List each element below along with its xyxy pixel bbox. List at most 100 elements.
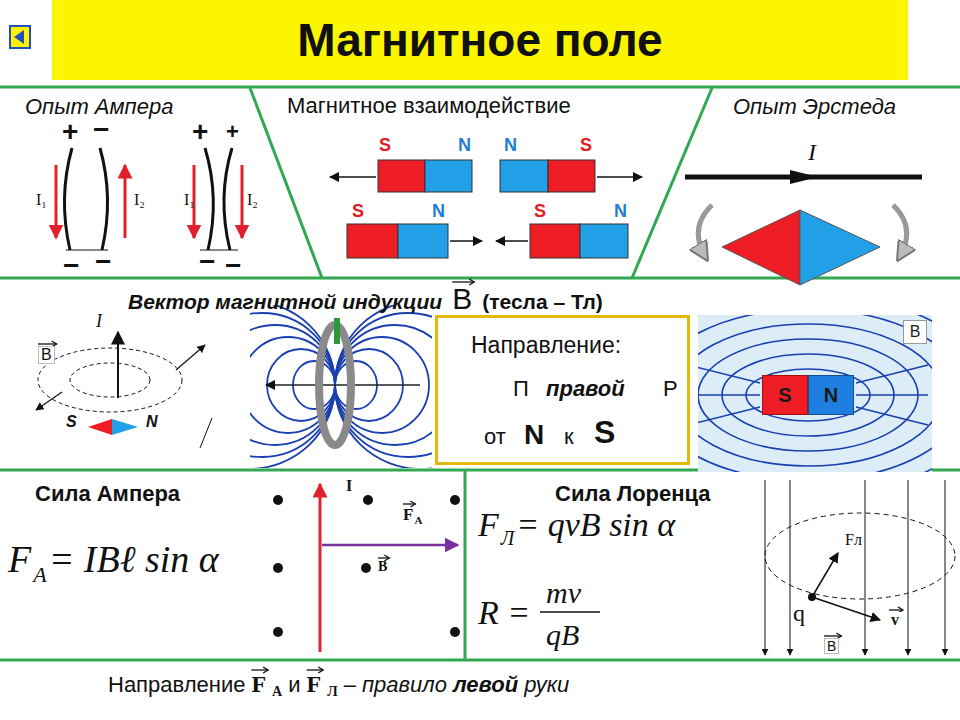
current-arrow	[790, 170, 818, 184]
label: −	[63, 252, 79, 280]
text-row: НаправлениеFАиFЛ– правилолевойруки	[108, 672, 569, 696]
node-text: B	[904, 324, 926, 340]
label: qB	[546, 620, 579, 650]
induction-arrow	[176, 345, 205, 370]
label: B	[378, 560, 387, 574]
node-text: S	[763, 385, 807, 405]
field-line	[38, 348, 182, 412]
node-text: S	[594, 416, 615, 448]
title: Магнитное поле	[52, 17, 908, 63]
back-icon	[10, 26, 30, 48]
vector-mark	[452, 281, 474, 282]
label: А	[272, 685, 282, 699]
label: I	[808, 140, 816, 164]
label: A	[414, 515, 422, 526]
label: N	[458, 136, 471, 154]
node-text: к	[564, 426, 574, 448]
compass-needle	[88, 419, 138, 435]
separator	[0, 87, 960, 660]
label: N	[504, 136, 517, 154]
label: q	[791, 601, 807, 625]
label: −	[225, 252, 241, 280]
label: и	[288, 674, 300, 696]
label: Fл	[843, 532, 864, 548]
label: S	[580, 136, 592, 154]
label: S	[534, 202, 546, 220]
label: −	[93, 116, 109, 144]
trajectory	[765, 513, 955, 599]
label: R =	[478, 596, 530, 630]
node-text: Направление:	[471, 334, 621, 357]
label: (тесла – Тл)	[482, 291, 603, 312]
axis-arrow	[266, 384, 420, 386]
node-text: П	[513, 378, 529, 400]
conductor	[319, 484, 322, 652]
fraction-bar	[540, 611, 600, 613]
field-line	[765, 480, 945, 655]
label: = IBℓ sin α	[49, 540, 219, 578]
tick	[200, 418, 212, 448]
label: −	[95, 248, 111, 276]
label: F	[478, 508, 499, 542]
magnet-pole: S	[762, 375, 808, 415]
label: B	[824, 638, 839, 654]
vector-mark	[889, 609, 903, 610]
magnet-pole: N	[808, 375, 854, 415]
label: I	[346, 478, 352, 494]
label: Магнитное взаимодействие	[287, 95, 571, 117]
label: Опыт Эрстеда	[733, 96, 896, 118]
label: – правило	[344, 674, 447, 696]
force-arrow	[330, 177, 642, 241]
label: Л	[501, 528, 515, 548]
label: Сила Ампера	[35, 483, 180, 505]
label: = qvB sin α	[516, 508, 675, 542]
wire	[64, 148, 232, 250]
label: I	[96, 312, 102, 330]
rotation-arrow	[698, 205, 906, 258]
text-row: Вектор магнитной индукции B (тесла – Тл)	[128, 284, 603, 314]
velocity-arrow	[812, 597, 880, 620]
current-arrow	[117, 332, 119, 398]
label: Сила Лоренца	[555, 483, 711, 505]
label: I₁	[184, 192, 195, 208]
node-text: правой	[546, 378, 625, 400]
label: F	[251, 672, 266, 696]
force-arrow	[812, 553, 838, 597]
direction-box: Направление: Пправой Рот NкS	[435, 315, 690, 465]
node-text: от	[484, 426, 506, 448]
label: руки	[524, 674, 569, 696]
node-text: N	[524, 421, 544, 449]
field-lines	[698, 315, 932, 472]
label: I₂	[247, 192, 258, 208]
label: N	[614, 202, 627, 220]
label: mv	[546, 578, 581, 608]
label: I₁	[36, 192, 47, 208]
label: B	[452, 284, 472, 314]
label: −	[199, 248, 215, 276]
label: A	[33, 564, 46, 586]
vector-mark	[307, 669, 324, 670]
label: S	[66, 414, 77, 430]
node-text: Р	[663, 378, 678, 400]
charge	[808, 593, 816, 601]
label: +	[192, 118, 208, 146]
field-lines	[250, 305, 432, 468]
label: v	[889, 612, 901, 628]
label: Направление	[108, 674, 245, 696]
induction-arrow	[36, 392, 62, 410]
label: Вектор магнитной индукции	[128, 291, 442, 312]
text-row: FЛ= qvB sin α	[478, 508, 675, 542]
label: +	[62, 118, 78, 146]
label: S	[352, 202, 364, 220]
magnet	[347, 160, 628, 258]
label: F	[8, 540, 31, 578]
label: I₂	[134, 192, 145, 208]
clip	[334, 318, 340, 344]
vector-mark	[38, 343, 57, 344]
label: Л	[327, 685, 337, 699]
text-row: FA= IBℓ sin α	[8, 540, 219, 578]
field-dot	[273, 495, 460, 637]
text-row: FA	[403, 506, 422, 523]
node-text: N	[809, 385, 853, 405]
label: Опыт Ампера	[25, 96, 173, 118]
